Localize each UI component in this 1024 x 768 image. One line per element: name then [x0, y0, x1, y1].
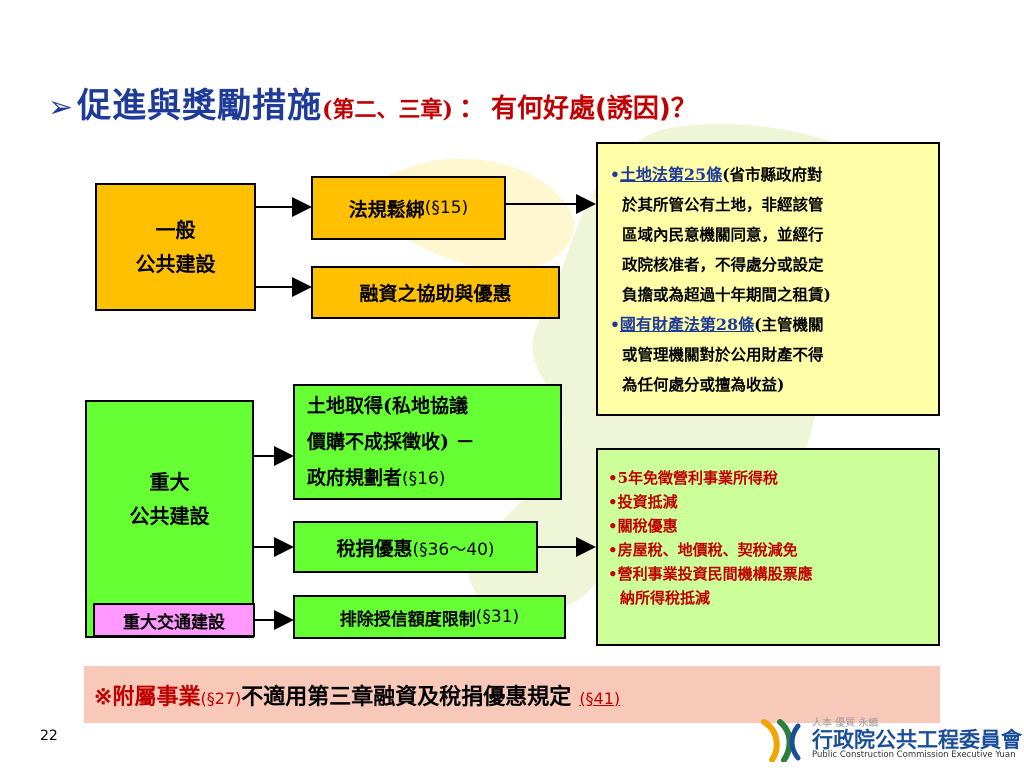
land-line3: 政府規劃者	[307, 466, 403, 489]
law-item2-line3: 為任何處分或擅為收益)	[622, 375, 785, 394]
subsidiary-business-note: ※ 附屬事業 (§27) 不適用第三章融資及稅捐優惠規定 (§41)	[84, 666, 940, 723]
title-arrow-icon: ➢	[48, 90, 74, 125]
credit-label: 排除授信額度限制	[339, 609, 476, 630]
land-section: (§16)	[402, 468, 446, 489]
major-label-line1: 重大	[149, 470, 190, 494]
law-item1-line3: 區域內民意機關同意，並經行	[622, 225, 824, 244]
tax-list-item-5b: 納所得稅抵減	[620, 589, 711, 607]
title-main: 促進與獎勵措施	[77, 86, 323, 126]
credit-section: (§31)	[475, 607, 520, 627]
law-item1-line2: 於其所管公有土地，非經該管	[622, 195, 824, 214]
general-public-construction-box: 一般 公共建設	[95, 183, 256, 311]
tax-incentive-box: 稅捐優惠(§36～40)	[293, 521, 538, 573]
logo-name: 行政院公共工程委員會	[812, 728, 1022, 752]
law-item1-line4: 政院核准者，不得處分或設定	[622, 255, 824, 274]
state-property-law-article28-link[interactable]: 國有財產法第28條	[619, 315, 755, 334]
logo-slogan: 人本 優質 永續	[812, 718, 879, 729]
financing-label: 融資之協助與優惠	[359, 283, 512, 305]
financing-assistance-box: 融資之協助與優惠	[311, 266, 560, 319]
tax-list-item-1: •5年免徵營利事業所得稅	[608, 469, 779, 487]
land-line1: 土地取得(私地協議	[307, 394, 468, 417]
land-law-article25-link[interactable]: 土地法第25條	[619, 165, 723, 184]
note-mark: ※	[94, 683, 113, 710]
tax-section: (§36～40)	[412, 539, 495, 560]
logo-english: Public Construction Commission Executive…	[812, 750, 1016, 760]
page-number: 22	[40, 728, 58, 744]
pcc-logo-icon	[761, 719, 801, 762]
note-section1: (§27)	[200, 688, 242, 708]
title-chapters: (第二、三章)	[322, 97, 453, 123]
pcc-logo: 人本 優質 永續 行政院公共工程委員會 Public Construction …	[758, 712, 1022, 764]
law-bullet-2: •	[610, 315, 620, 334]
credit-limit-exclusion-box: 排除授信額度限制(§31)	[293, 595, 566, 639]
law-bullet-1: •	[610, 165, 620, 184]
tax-benefits-list-box: •5年免徵營利事業所得稅 •投資抵減 •關稅優惠 •房屋稅、地價稅、契稅減免 •…	[596, 448, 940, 646]
major-public-construction-box: 重大 公共建設	[85, 400, 254, 638]
tax-list-item-5a: •營利事業投資民間機構股票應	[608, 565, 813, 583]
regulation-label: 法規鬆綁	[348, 198, 425, 221]
note-part2: 不適用第三章融資及稅捐優惠規定	[241, 683, 572, 710]
note-part1: 附屬事業	[112, 683, 201, 710]
land-law-box: •土地法第25條(省市縣政府對 於其所管公有土地，非經該管 區域內民意機關同意，…	[596, 142, 940, 416]
tax-list-item-3: •關稅優惠	[608, 517, 678, 535]
law-item1-line5: 負擔或為超過十年期間之租賃)	[622, 285, 831, 304]
land-line2: 價購不成採徵收) －	[307, 430, 475, 453]
note-section2: (§41)	[579, 688, 621, 708]
law-item2-line1: (主管機關	[754, 315, 824, 334]
major-traffic-construction-box: 重大交通建設	[93, 603, 255, 637]
title-colon: ：	[458, 94, 485, 124]
law-item1-line1: (省市縣政府對	[722, 165, 823, 184]
regulation-section: (§15)	[424, 198, 469, 218]
tax-list-item-2: •投資抵減	[608, 493, 678, 511]
tax-label: 稅捐優惠	[336, 537, 413, 560]
regulation-relaxation-box: 法規鬆綁(§15)	[311, 176, 506, 240]
general-label-line1: 一般	[155, 218, 196, 242]
slide-title: ➢ 促進與獎勵措施 (第二、三章) ： 有何好處(誘因)？	[48, 78, 697, 128]
land-acquisition-box: 土地取得(私地協議 價購不成採徵收) － 政府規劃者(§16)	[293, 384, 562, 500]
title-question: 有何好處(誘因)？	[490, 94, 697, 124]
major-label-line2: 公共建設	[129, 504, 210, 528]
general-label-line2: 公共建設	[135, 252, 216, 276]
law-item2-line2: 或管理機關對於公用財產不得	[622, 345, 824, 364]
tax-list-item-4: •房屋稅、地價稅、契稅減免	[608, 541, 798, 559]
major-traffic-label: 重大交通建設	[123, 612, 225, 633]
